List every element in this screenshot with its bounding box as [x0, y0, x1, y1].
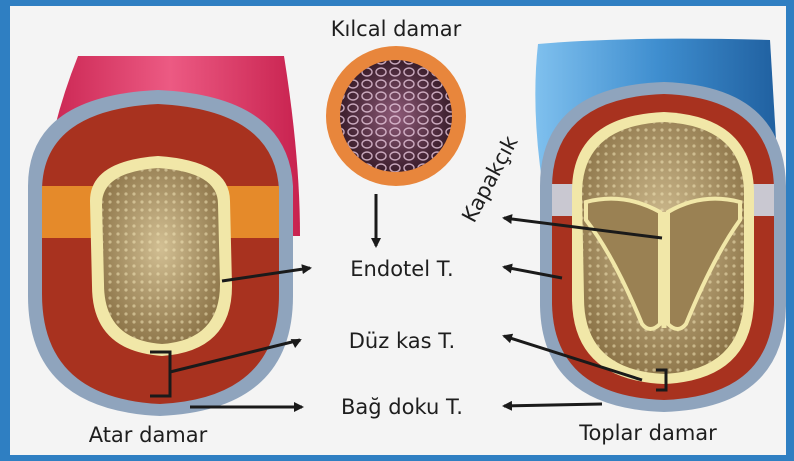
capillary-illustration	[326, 46, 466, 186]
vein-connective-arrow	[504, 404, 602, 406]
smooth-muscle-label: Düz kas T.	[349, 329, 455, 353]
artery-label: Atar damar	[89, 423, 208, 447]
capillary-label: Kılcal damar	[331, 17, 462, 41]
connective-tissue-label: Bağ doku T.	[341, 395, 463, 419]
vein-label: Toplar damar	[578, 421, 717, 445]
diagram-frame: Kılcal damar Kapakçık Endotel T. Düz kas…	[10, 6, 786, 455]
artery-illustration	[28, 56, 300, 416]
endothelium-label: Endotel T.	[350, 257, 453, 281]
blood-vessel-diagram: Kılcal damar Kapakçık Endotel T. Düz kas…	[10, 6, 786, 455]
valve-label: Kapakçık	[457, 131, 523, 226]
